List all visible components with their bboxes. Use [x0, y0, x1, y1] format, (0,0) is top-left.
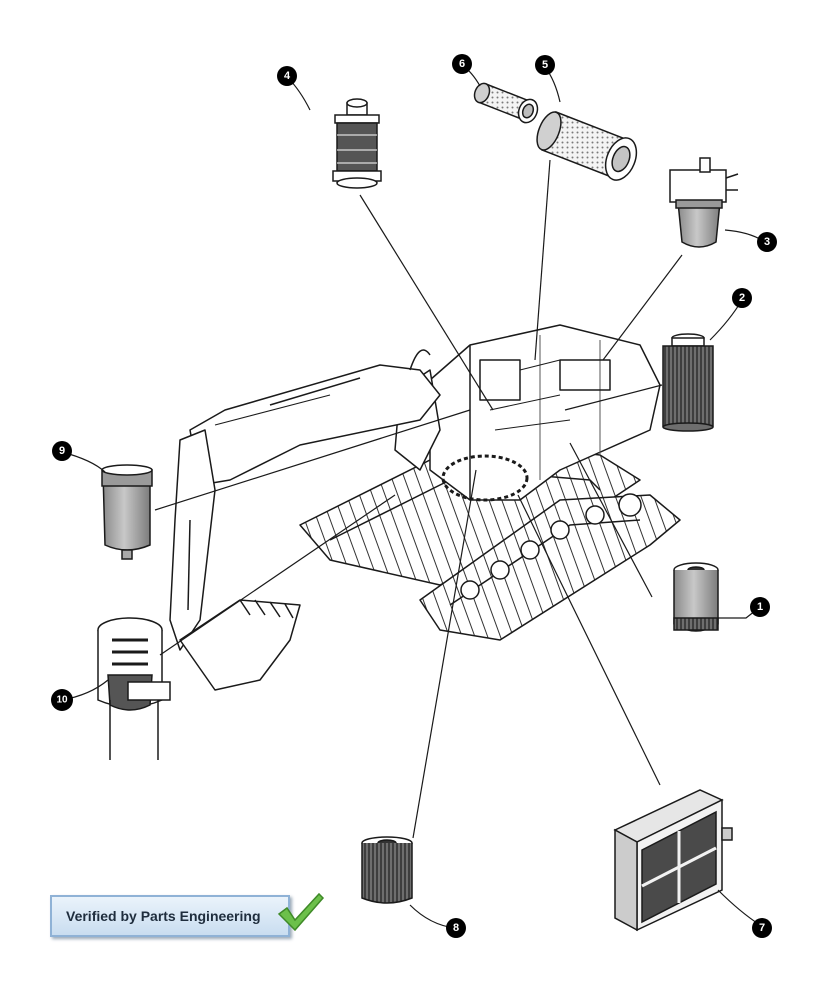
part-4-strainer: [332, 98, 382, 189]
callout-9: 9: [52, 441, 72, 461]
part-9-filter: [101, 464, 153, 560]
callout-3: 3: [757, 232, 777, 252]
part-1-filter: [673, 562, 719, 632]
part-6-filter: [473, 82, 539, 124]
callouts: 1 2 3 4 5 6 7 8: [51, 54, 777, 938]
part-2-filter: [662, 333, 714, 432]
svg-text:9: 9: [59, 445, 65, 457]
callout-7: 7: [752, 918, 772, 938]
part-8-filter: [361, 836, 413, 904]
part-7-panel: [613, 789, 733, 932]
svg-text:5: 5: [542, 59, 548, 71]
svg-text:8: 8: [453, 922, 459, 934]
svg-text:3: 3: [764, 236, 770, 248]
verified-badge: Verified by Parts Engineering: [50, 895, 290, 937]
callout-4: 4: [277, 66, 297, 86]
callout-10: 10: [51, 689, 73, 711]
boom: [189, 364, 441, 486]
svg-text:4: 4: [284, 70, 291, 82]
checkmark-icon: [277, 892, 325, 932]
callout-1: 1: [750, 597, 770, 617]
callout-2: 2: [732, 288, 752, 308]
svg-text:7: 7: [759, 922, 765, 934]
callout-6: 6: [452, 54, 472, 74]
track-front: [419, 494, 681, 641]
verified-badge-text: Verified by Parts Engineering: [66, 908, 261, 924]
stick: [169, 429, 216, 651]
callout-8: 8: [446, 918, 466, 938]
svg-text:10: 10: [56, 695, 68, 706]
excavator-drawing: [169, 324, 681, 691]
part-3-separator: [669, 157, 739, 248]
part-5-filter: [536, 111, 638, 181]
svg-text:1: 1: [757, 601, 763, 613]
part-10-strainer: [97, 617, 171, 760]
svg-text:6: 6: [459, 58, 465, 70]
callout-5: 5: [535, 55, 555, 75]
svg-text:2: 2: [739, 292, 745, 304]
swing-ring: [441, 454, 529, 502]
